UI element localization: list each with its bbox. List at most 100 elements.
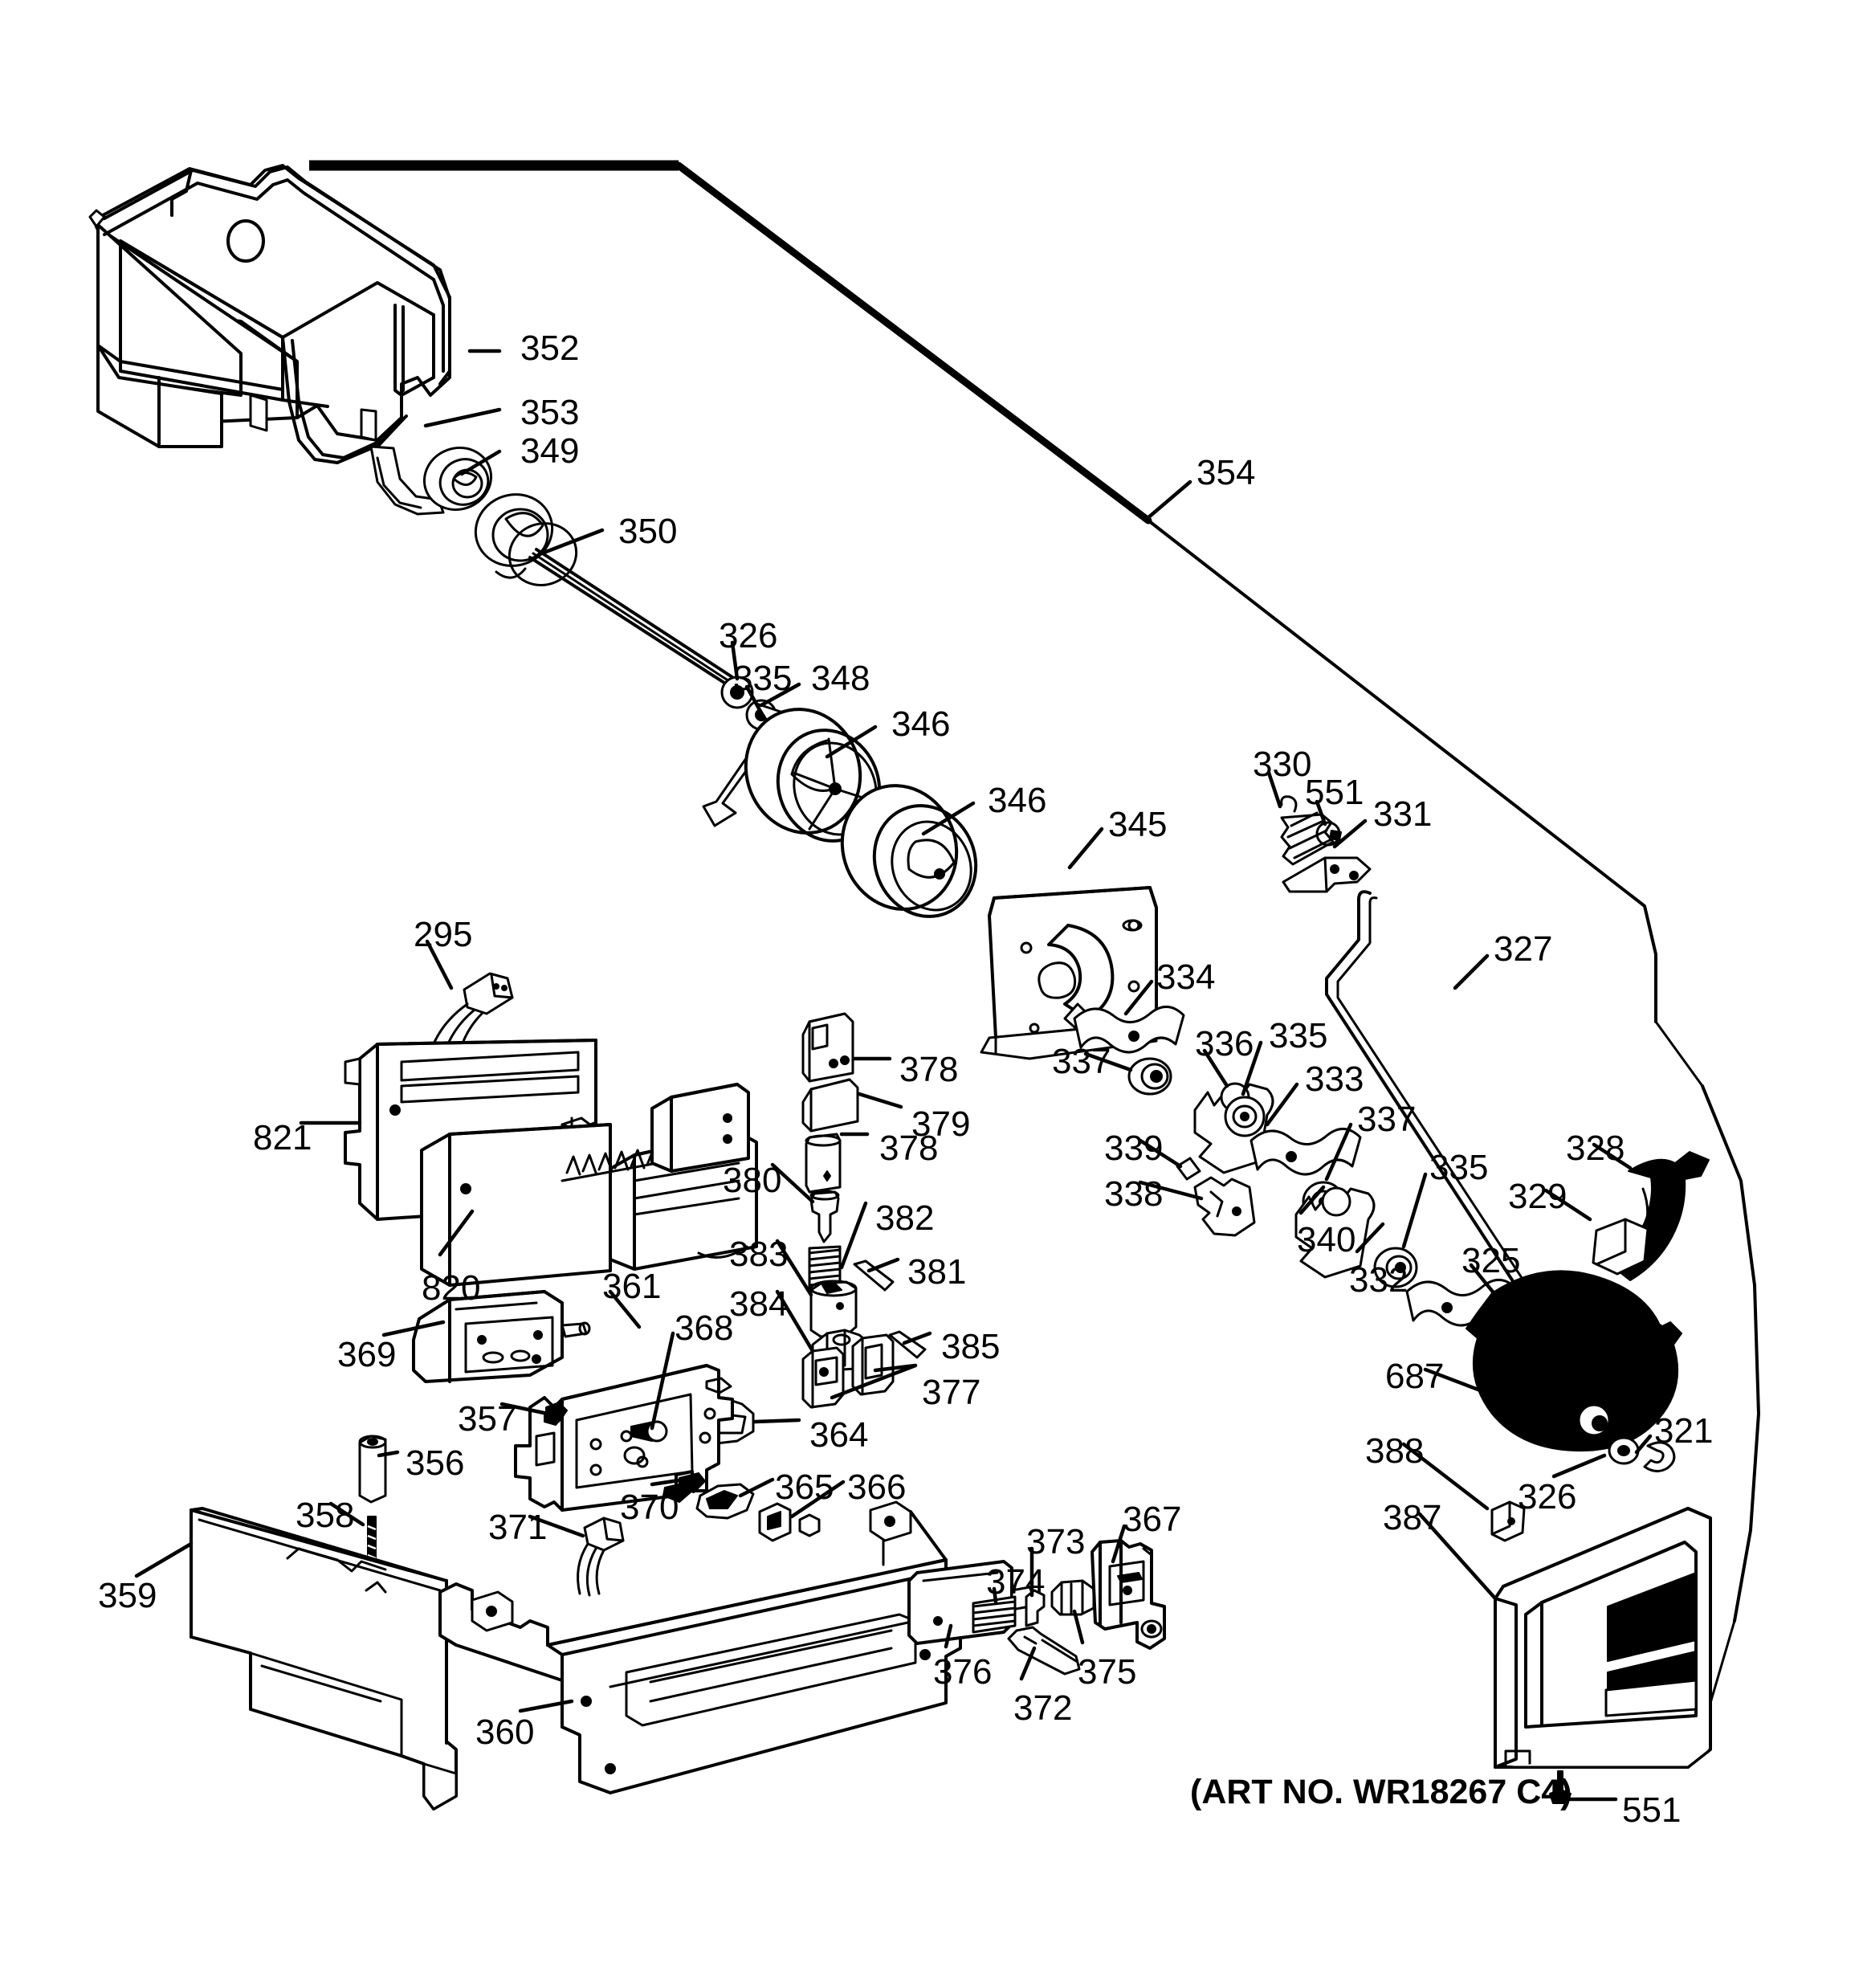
callout-295: 295 bbox=[414, 915, 473, 954]
screw-370 bbox=[679, 1472, 706, 1493]
dispenser-motor-369 bbox=[412, 1290, 591, 1383]
bracket-366 bbox=[758, 1502, 821, 1542]
spring-382 bbox=[808, 1245, 842, 1292]
callout-346-b: 346 bbox=[988, 781, 1047, 820]
callout-321: 321 bbox=[1654, 1411, 1714, 1451]
solenoid-sleeve-378b bbox=[805, 1133, 842, 1194]
callout-368: 368 bbox=[675, 1308, 734, 1348]
callout-346-a: 346 bbox=[891, 704, 951, 744]
freezer-liner-outline bbox=[309, 160, 1760, 1704]
callout-330: 330 bbox=[1253, 745, 1312, 784]
callout-364: 364 bbox=[809, 1415, 869, 1455]
ice-bucket-352 bbox=[88, 164, 451, 464]
callout-377: 377 bbox=[922, 1373, 981, 1412]
callout-375: 375 bbox=[1078, 1652, 1137, 1692]
solenoid-housing-378a bbox=[801, 1012, 854, 1083]
callout-336: 336 bbox=[1195, 1024, 1254, 1063]
back-panel-359 bbox=[190, 1507, 458, 1810]
callout-373: 373 bbox=[1026, 1522, 1086, 1561]
callout-327: 327 bbox=[1494, 929, 1553, 969]
cam-334 bbox=[1073, 1006, 1185, 1054]
cam-plate-340 bbox=[1294, 1186, 1376, 1279]
callout-332: 332 bbox=[1349, 1260, 1408, 1300]
callout-384: 384 bbox=[729, 1284, 789, 1324]
callout-326: 326 bbox=[719, 616, 778, 655]
callout-348: 348 bbox=[811, 659, 870, 698]
callout-369: 369 bbox=[337, 1335, 397, 1374]
callout-326-b: 326 bbox=[1518, 1477, 1577, 1517]
callout-358: 358 bbox=[296, 1496, 355, 1535]
callout-357: 357 bbox=[458, 1399, 517, 1439]
callout-820: 820 bbox=[422, 1268, 481, 1308]
callout-356: 356 bbox=[406, 1443, 465, 1483]
callout-334: 334 bbox=[1156, 957, 1216, 997]
callout-372: 372 bbox=[1013, 1688, 1073, 1728]
callout-551-a: 551 bbox=[1305, 773, 1364, 812]
callout-320: 320 bbox=[1618, 1353, 1678, 1393]
callout-331: 331 bbox=[1373, 794, 1433, 834]
callout-361: 361 bbox=[602, 1267, 662, 1306]
callout-378-a: 378 bbox=[899, 1050, 959, 1089]
callout-333: 333 bbox=[1305, 1059, 1364, 1099]
leader-lines bbox=[134, 349, 1653, 1802]
callout-340: 340 bbox=[1297, 1220, 1356, 1259]
cam-365 bbox=[695, 1483, 755, 1520]
actuator-lever-331 bbox=[1282, 856, 1372, 893]
washer-326-b bbox=[1608, 1436, 1640, 1465]
callout-359: 359 bbox=[98, 1576, 157, 1615]
bushing-335-b bbox=[1224, 1096, 1266, 1137]
callout-374: 374 bbox=[986, 1562, 1046, 1602]
callout-387: 387 bbox=[1383, 1498, 1442, 1537]
callout-366: 366 bbox=[847, 1468, 907, 1507]
callout-378-b: 378 bbox=[879, 1129, 939, 1168]
callout-379: 379 bbox=[911, 1104, 971, 1144]
plunger-380 bbox=[809, 1190, 840, 1243]
wire-harness-371 bbox=[577, 1517, 625, 1597]
callout-328: 328 bbox=[1566, 1129, 1625, 1168]
icemaker-820 bbox=[420, 1083, 758, 1287]
callout-382: 382 bbox=[875, 1198, 935, 1238]
callout-551-b: 551 bbox=[1622, 1790, 1682, 1830]
callout-385: 385 bbox=[941, 1327, 1001, 1366]
callout-367: 367 bbox=[1123, 1500, 1182, 1539]
ice-crusher-blade-346b bbox=[840, 784, 978, 918]
valve-bracket-367 bbox=[1090, 1539, 1166, 1650]
retainer-clip-321 bbox=[1643, 1441, 1676, 1472]
pin-357 bbox=[545, 1402, 568, 1423]
callout-383: 383 bbox=[729, 1235, 789, 1274]
callout-821: 821 bbox=[253, 1118, 312, 1157]
paddle-stop-329 bbox=[1592, 1218, 1649, 1276]
dispenser-recess-387 bbox=[1494, 1507, 1712, 1769]
callout-335-c: 335 bbox=[1429, 1148, 1489, 1187]
callout-376: 376 bbox=[933, 1652, 993, 1692]
callout-337-b: 337 bbox=[1357, 1100, 1417, 1139]
pin-339 bbox=[1176, 1157, 1201, 1181]
callout-360: 360 bbox=[475, 1712, 535, 1752]
solenoid-cover-379 bbox=[801, 1078, 859, 1133]
callout-335: 335 bbox=[733, 659, 793, 698]
callout-381: 381 bbox=[907, 1252, 967, 1292]
callout-687: 687 bbox=[1385, 1357, 1445, 1396]
screw-551-a bbox=[1315, 821, 1342, 847]
pin-385 bbox=[888, 1330, 927, 1359]
link-rod-327 bbox=[1325, 890, 1625, 1406]
auger-350 bbox=[474, 493, 734, 686]
spacer-356 bbox=[358, 1435, 387, 1504]
callout-388: 388 bbox=[1365, 1431, 1425, 1471]
screw-551-b bbox=[1549, 1770, 1572, 1804]
callout-345: 345 bbox=[1108, 805, 1168, 844]
auger-coupling-349 bbox=[422, 447, 493, 511]
motor-bushing-320 bbox=[1557, 1395, 1611, 1437]
pin-381 bbox=[853, 1259, 895, 1292]
callout-354: 354 bbox=[1196, 453, 1256, 492]
clip-375 bbox=[1050, 1579, 1095, 1616]
cam-washer-333 bbox=[1249, 1128, 1362, 1176]
screw-687 bbox=[1511, 1398, 1532, 1424]
clip-388 bbox=[1490, 1500, 1526, 1542]
callout-338: 338 bbox=[1104, 1174, 1164, 1214]
spring-374 bbox=[972, 1595, 1017, 1634]
callout-349: 349 bbox=[520, 431, 580, 471]
callout-325: 325 bbox=[1461, 1241, 1521, 1280]
